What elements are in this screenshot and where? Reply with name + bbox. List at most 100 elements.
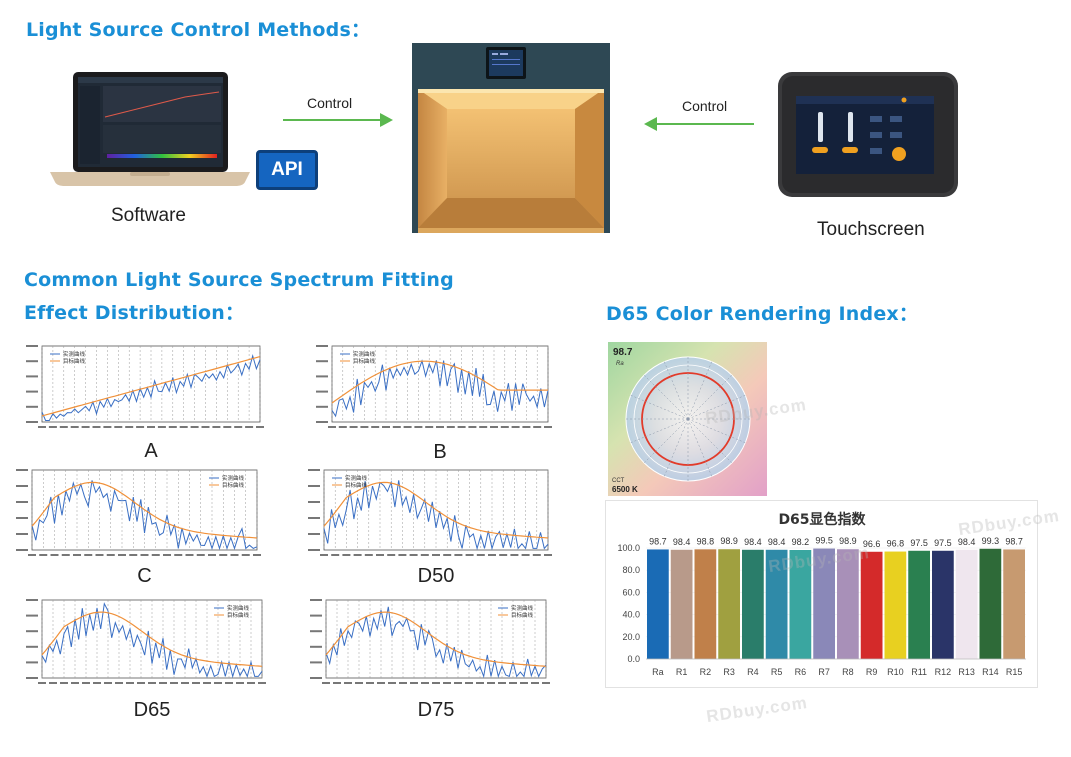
y-tick-label: 80.0: [622, 565, 640, 575]
bar-value-label: 98.4: [768, 537, 786, 547]
legend-entry: 实测曲线: [222, 474, 245, 482]
spectrum-chart-label: D50: [417, 565, 455, 587]
cri-bar: [979, 548, 1002, 659]
control-label-right: Control: [682, 98, 728, 114]
cri-bar: [765, 549, 788, 659]
category-label: R3: [723, 667, 735, 677]
legend-entry: 实测曲线: [353, 350, 376, 358]
category-label: R7: [818, 667, 830, 677]
y-tick-label: 40.0: [622, 610, 640, 620]
cri-bar: [932, 550, 954, 659]
category-label: R12: [935, 667, 952, 677]
watermark: RDbuy.com: [705, 692, 809, 727]
cri-bar: [837, 549, 859, 659]
category-label: R9: [866, 667, 878, 677]
legend-entry: 目标曲线: [227, 611, 250, 619]
bar-value-label: 98.7: [649, 536, 667, 546]
spectrum-chart: 实测曲线目标曲线: [18, 342, 266, 434]
category-label: R15: [1006, 667, 1023, 677]
y-tick-label: 60.0: [622, 587, 640, 597]
cri-bar: [860, 551, 883, 659]
spectrum-chart-label: C: [137, 565, 152, 587]
legend-entry: 实测曲线: [511, 604, 534, 612]
category-label: R6: [795, 667, 807, 677]
touchscreen-illustration: [778, 72, 958, 197]
cri-bar: [813, 548, 835, 659]
spectrum-chart: 实测曲线目标曲线: [18, 596, 268, 690]
bar-value-label: 96.8: [887, 539, 905, 549]
bar-chart-title: D65显色指数: [778, 511, 866, 528]
category-label: R8: [842, 667, 854, 677]
legend-entry: 目标曲线: [345, 481, 368, 489]
spectrum-chart: 实测曲线目标曲线: [302, 596, 552, 690]
legend-entry: 目标曲线: [222, 481, 245, 489]
cri-bar: [789, 549, 812, 659]
cri-bar: [884, 551, 907, 659]
category-label: R13: [958, 667, 975, 677]
spectrum-chart-label: B: [433, 441, 447, 463]
category-label: R2: [700, 667, 712, 677]
cri-bar: [955, 549, 978, 659]
cri-heading: D65 Color Rendering Index：: [606, 303, 919, 325]
software-label: Software: [111, 205, 186, 226]
category-label: R14: [982, 667, 999, 677]
spectrum-chart: 实测曲线目标曲线: [308, 342, 554, 434]
bar-value-label: 98.4: [673, 537, 691, 547]
category-label: R10: [887, 667, 904, 677]
cri-bar: [742, 549, 764, 659]
legend-entry: 目标曲线: [511, 611, 534, 619]
cri-bar: [694, 549, 717, 659]
control-label-left: Control: [307, 95, 353, 111]
spectrum-heading-line2: Effect Distribution：: [24, 302, 245, 324]
category-label: R11: [911, 667, 927, 677]
cct-label: CCT: [612, 478, 625, 484]
spectrum-chart: 实测曲线目标曲线: [300, 466, 554, 562]
category-label: R5: [771, 667, 783, 677]
ra-label: Ra: [616, 361, 624, 367]
spectrum-heading-line1: Common Light Source Spectrum Fitting: [24, 269, 454, 291]
bar-value-label: 98.9: [720, 536, 738, 546]
legend-entry: 实测曲线: [63, 350, 86, 358]
bar-value-label: 97.5: [910, 538, 928, 548]
ra-value: 98.7: [613, 347, 633, 358]
legend-entry: 目标曲线: [63, 357, 86, 365]
spectrum-chart-label: D75: [417, 699, 455, 721]
spectrum-chart-label: A: [144, 440, 158, 462]
bar-value-label: 99.3: [982, 536, 1000, 546]
category-label: Ra: [652, 667, 664, 677]
cct-value: 6500 K: [612, 485, 638, 494]
bar-value-label: 98.8: [697, 536, 715, 546]
api-badge: API: [256, 150, 318, 190]
light-booth-illustration: [412, 43, 610, 233]
y-tick-label: 0.0: [627, 654, 640, 664]
bar-value-label: 98.4: [958, 537, 976, 547]
cri-circle-chart: 98.7 Ra CCT 6500 K: [608, 342, 767, 496]
arrow-left-icon: [644, 117, 754, 131]
spectrum-chart-label: D65: [133, 699, 171, 721]
control-methods-heading: Light Source Control Methods：: [26, 19, 371, 41]
cri-bar: [908, 550, 930, 659]
bar-value-label: 99.5: [815, 536, 833, 546]
category-label: R1: [676, 667, 688, 677]
bar-value-label: 96.6: [863, 539, 881, 549]
cri-bar: [647, 549, 669, 659]
touchscreen-label: Touchscreen: [817, 219, 925, 240]
laptop-illustration: [45, 72, 255, 197]
y-tick-label: 100.0: [617, 543, 640, 553]
spectrum-chart: 实测曲线目标曲线: [8, 466, 263, 562]
bar-value-label: 98.2: [792, 537, 810, 547]
arrow-right-icon: [283, 113, 393, 127]
bar-value-label: 98.7: [1005, 536, 1023, 546]
bar-value-label: 98.4: [744, 537, 762, 547]
cri-bar: [718, 549, 740, 659]
cri-bar: [1003, 549, 1025, 659]
cri-bar-svg: D65显色指数 0.0 20.0 40.0 60.0 80.0 100.0 98.7Ra 98…: [617, 511, 1026, 677]
cri-bar: [670, 549, 693, 659]
category-label: R4: [747, 667, 759, 677]
legend-entry: 目标曲线: [353, 357, 376, 365]
y-tick-label: 20.0: [622, 632, 640, 642]
legend-entry: 实测曲线: [345, 474, 368, 482]
bar-value-label: 98.9: [839, 536, 857, 546]
legend-entry: 实测曲线: [227, 604, 250, 612]
